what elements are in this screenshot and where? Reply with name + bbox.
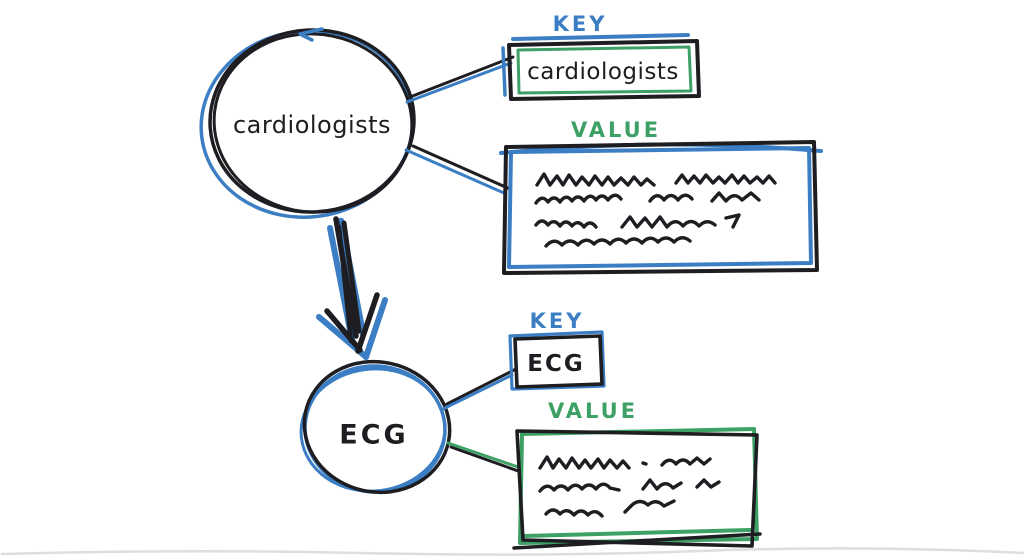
connector-blue bbox=[405, 61, 513, 104]
value-box-scribble-text bbox=[538, 455, 721, 518]
arrow-shaft-ink3 bbox=[336, 224, 354, 344]
bottom-edge-artifact bbox=[0, 547, 1024, 556]
down-arrow bbox=[316, 216, 388, 360]
ecg-value-annotation: VALUE bbox=[512, 399, 762, 550]
value-box-ink-border bbox=[515, 429, 759, 548]
scribble-line bbox=[534, 219, 598, 229]
value-box bbox=[499, 140, 823, 275]
scribble-line bbox=[620, 215, 717, 229]
key-box-ink-border bbox=[507, 39, 701, 101]
connector-ink bbox=[411, 144, 512, 191]
key-box-blue-border bbox=[508, 330, 606, 391]
key-label: KEY bbox=[553, 12, 608, 36]
value-box bbox=[512, 427, 762, 550]
key-box-blue-top bbox=[511, 33, 690, 41]
scribble-line bbox=[710, 191, 761, 203]
connector-green bbox=[446, 441, 520, 469]
key-box: cardiologists bbox=[501, 33, 701, 101]
value-label: VALUE bbox=[548, 399, 638, 423]
value-box-blue-border bbox=[507, 146, 813, 269]
cardiologists-value-annotation: VALUE bbox=[499, 118, 823, 275]
arrow-shaft-ink2 bbox=[341, 220, 362, 334]
arrow-barb-ink-right bbox=[355, 292, 380, 354]
connector-cardiologists-to-key bbox=[405, 55, 515, 104]
cardiologists-node: cardiologists bbox=[199, 27, 416, 219]
scribble-line bbox=[535, 172, 656, 187]
key-box: ECG bbox=[508, 330, 606, 391]
scribble-line bbox=[534, 193, 623, 205]
scribble-dot bbox=[641, 461, 648, 466]
key-box-text: ECG bbox=[527, 351, 584, 377]
key-label: KEY bbox=[530, 309, 585, 333]
cardiologists-group: cardiologists KEY cardiologists VALUE bbox=[199, 12, 823, 275]
value-box-green-border bbox=[518, 427, 759, 545]
cardiologists-node-label: cardiologists bbox=[233, 111, 391, 139]
arrow-barb-blue-right bbox=[363, 297, 388, 360]
node-circle-ink-stroke2 bbox=[212, 32, 414, 214]
node-circle-blue-stroke2 bbox=[299, 367, 447, 493]
scribble-line bbox=[648, 193, 694, 203]
value-box-ink-border bbox=[502, 140, 819, 275]
scribble-line bbox=[544, 236, 692, 248]
ecg-key-annotation: KEY ECG bbox=[508, 309, 606, 391]
key-box-ink-border bbox=[513, 334, 604, 389]
ecg-node: ECG bbox=[299, 359, 452, 495]
connector-blue bbox=[404, 148, 506, 195]
connector-ink bbox=[449, 445, 523, 474]
scribble-line bbox=[538, 482, 621, 493]
value-box-ink-bottom-cross bbox=[512, 532, 762, 550]
connector-ink bbox=[445, 367, 518, 406]
key-box-green-border bbox=[516, 45, 693, 95]
connector-ink bbox=[408, 55, 515, 99]
scribble-line bbox=[724, 213, 741, 229]
connector-cardiologists-to-value bbox=[404, 144, 512, 195]
scribble-line bbox=[544, 508, 604, 518]
cardiologists-key-annotation: KEY cardiologists bbox=[501, 12, 701, 101]
node-circle-pen-tick bbox=[298, 27, 324, 42]
arrow-barb-ink-left bbox=[324, 308, 363, 353]
scribble-line bbox=[695, 478, 721, 489]
scribble-line bbox=[674, 173, 777, 185]
scribble-line bbox=[660, 456, 712, 467]
value-box-scribble-text bbox=[534, 172, 777, 248]
connector-ecg-to-key bbox=[441, 367, 518, 411]
scribble-line bbox=[641, 478, 683, 491]
scribble-line bbox=[538, 455, 631, 470]
key-box-text: cardiologists bbox=[527, 59, 679, 85]
connector-blue bbox=[441, 373, 514, 411]
ecg-group: ECG KEY ECG VALUE bbox=[299, 309, 762, 550]
value-box-green-bottom bbox=[522, 528, 752, 538]
ecg-node-label: ECG bbox=[339, 420, 408, 451]
key-box-blue-left bbox=[501, 46, 507, 97]
value-label: VALUE bbox=[571, 118, 661, 142]
connector-ecg-to-value bbox=[446, 441, 523, 474]
scribble-line bbox=[623, 499, 676, 514]
